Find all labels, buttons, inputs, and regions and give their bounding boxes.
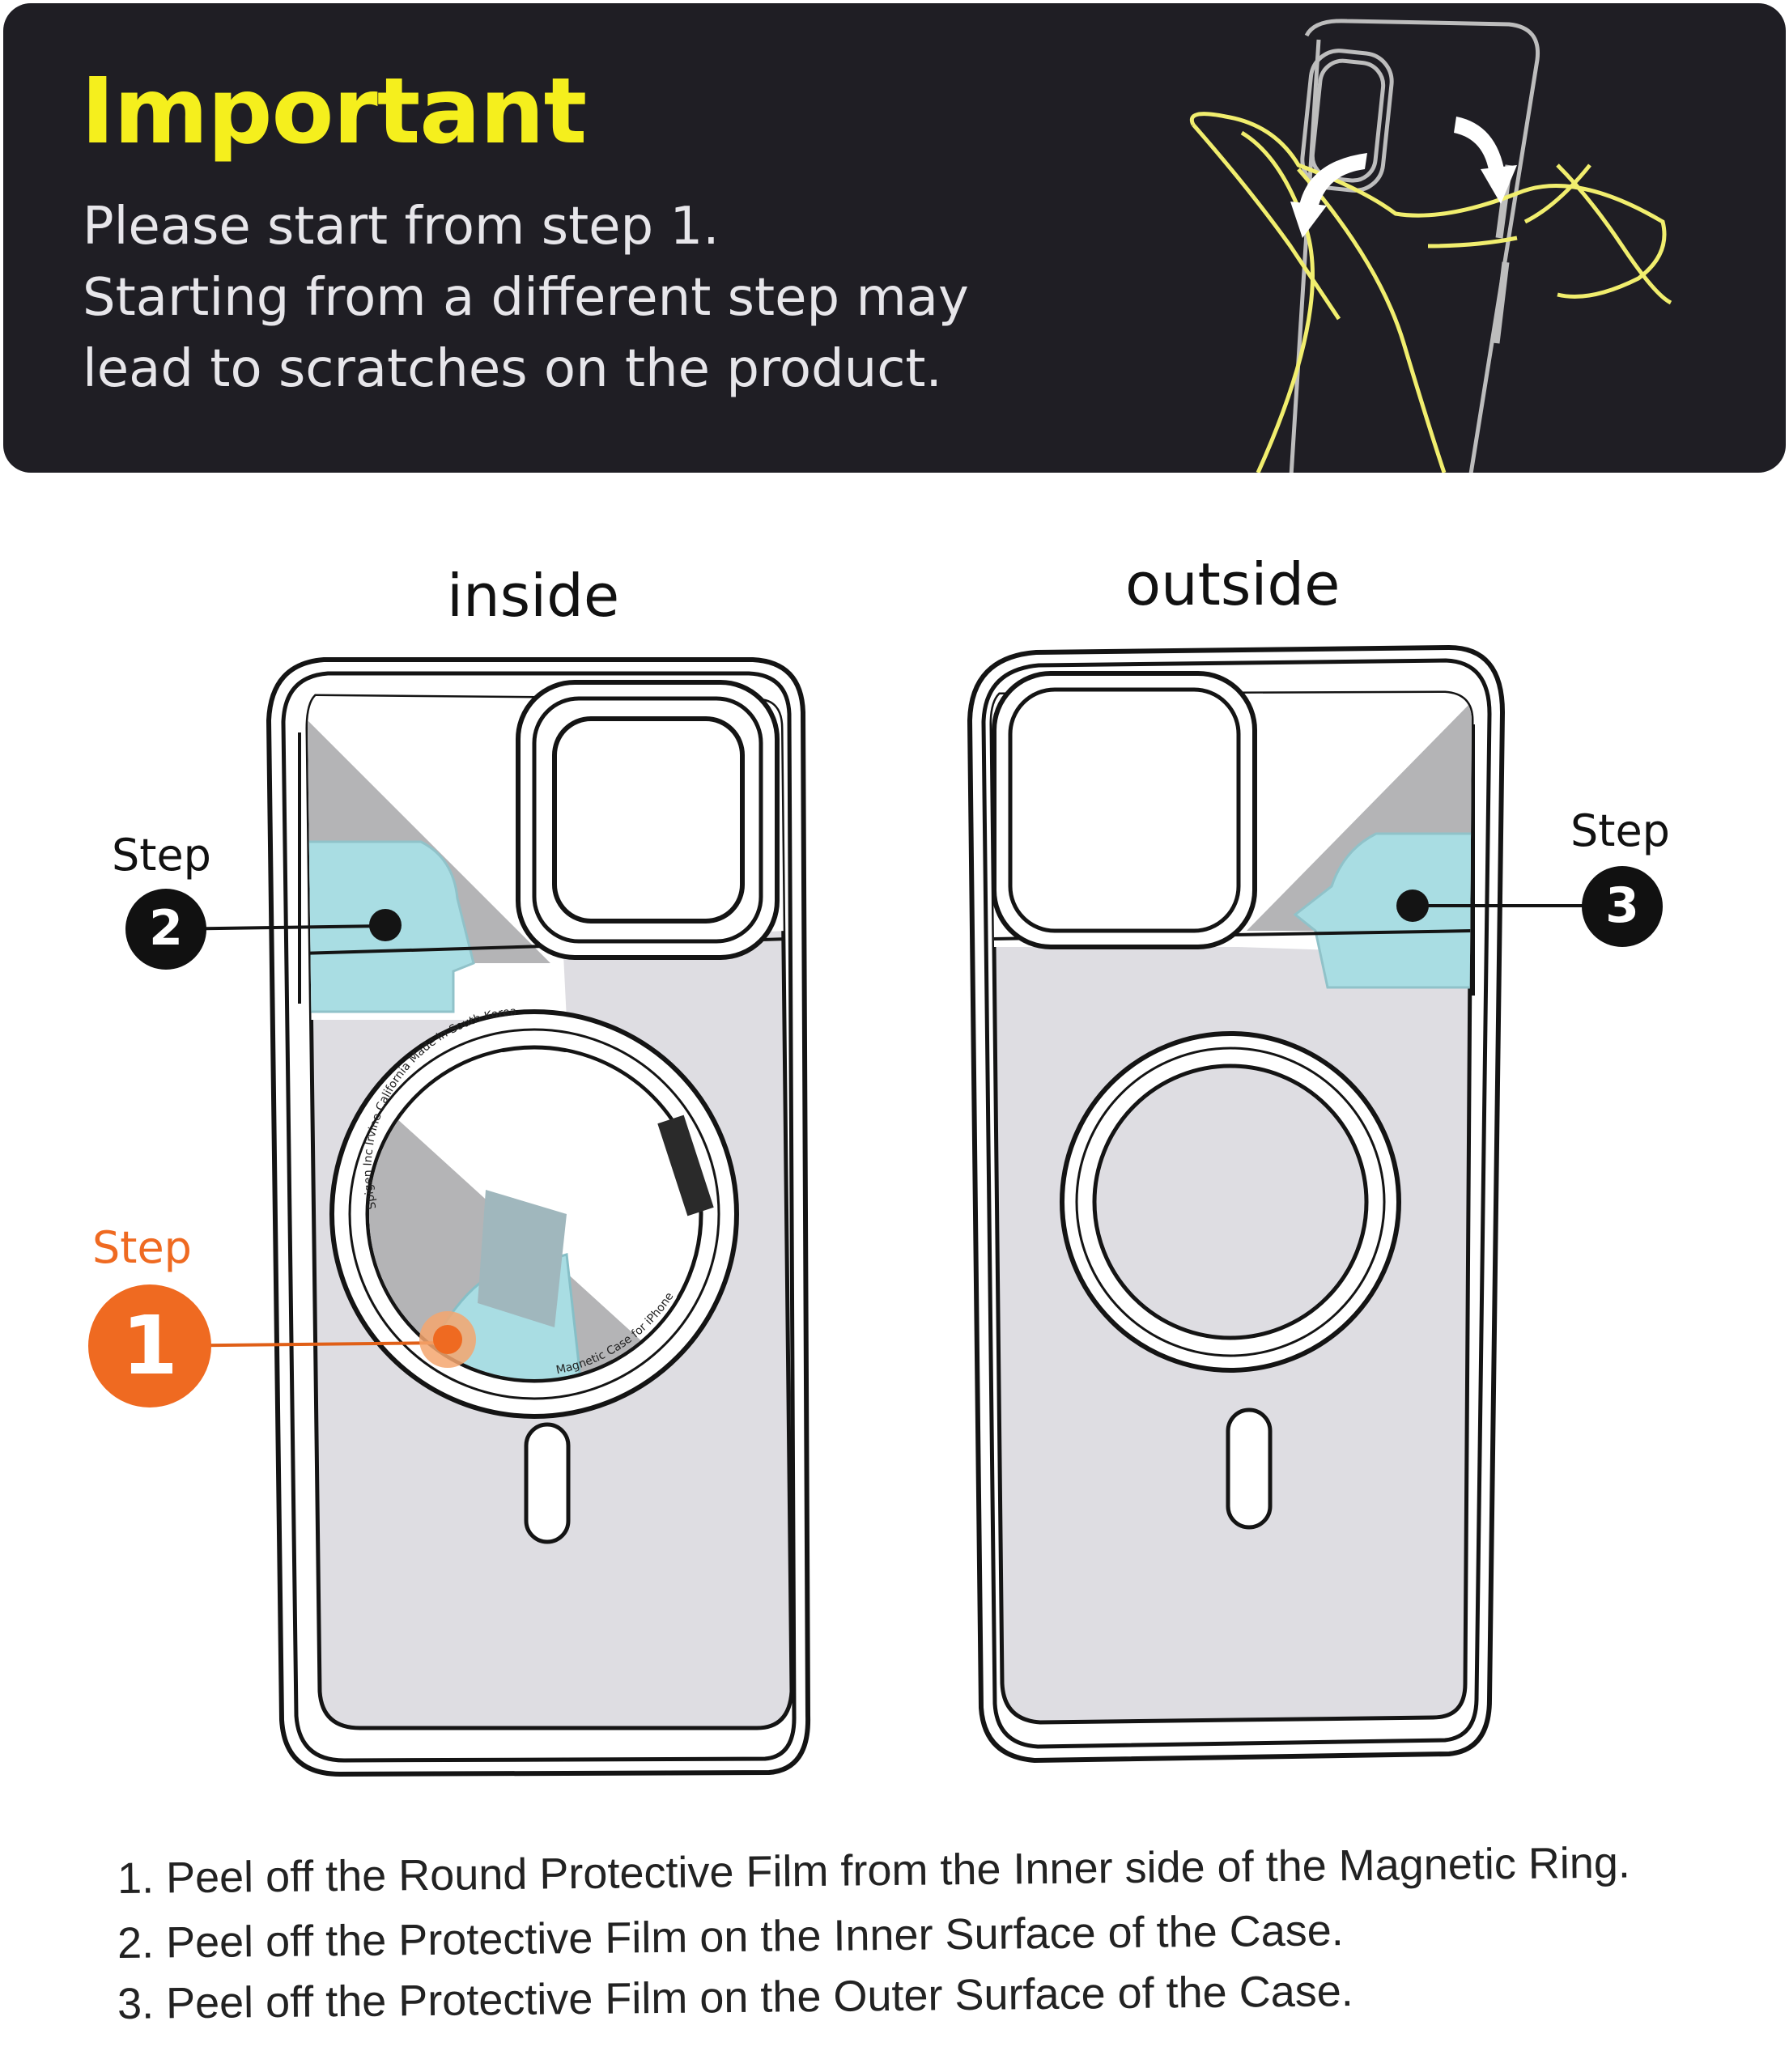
step-3-badge: 3 xyxy=(1605,877,1639,934)
instruction-2: 2. Peel off the Protective Film on the I… xyxy=(117,1906,1345,1968)
inside-label: inside xyxy=(447,562,620,630)
ultrahybrid-mag-badge xyxy=(657,1115,714,1216)
instruction-1: 1. Peel off the Round Protective Film fr… xyxy=(117,1838,1631,1903)
step-1-callout xyxy=(88,1284,476,1408)
peeling-case-illustration xyxy=(1189,19,1672,473)
banner-line-1: Please start from step 1. xyxy=(83,197,720,257)
peeling-film-outline xyxy=(1189,112,1672,473)
inside-case: Spigen Inc Irvine California Made in Sou… xyxy=(266,657,811,1777)
banner-line-3: lead to scratches on the product. xyxy=(83,339,942,399)
step-2-badge: 2 xyxy=(149,900,183,957)
step-1-label: Step xyxy=(92,1222,192,1273)
step-2-callout xyxy=(125,889,402,970)
step-3-callout xyxy=(1396,866,1663,947)
step-2-label: Step xyxy=(112,830,211,881)
outside-label: outside xyxy=(1125,550,1341,618)
case-diagram: Spigen Inc Irvine California Made in Sou… xyxy=(88,644,1663,1777)
step-1-badge: 1 xyxy=(121,1298,178,1393)
step-3-film xyxy=(1293,832,1472,989)
outside-case xyxy=(967,644,1506,1764)
peel-arrow-icon xyxy=(1290,117,1517,238)
step-3-label: Step xyxy=(1570,805,1670,856)
instruction-3: 3. Peel off the Protective Film on the O… xyxy=(117,1967,1354,2028)
banner-message: Please start from step 1. Starting from … xyxy=(83,191,1135,405)
banner-title: Important xyxy=(81,59,587,164)
banner-line-2: Starting from a different step may xyxy=(83,268,969,328)
important-banner: Important Please start from step 1. Star… xyxy=(3,3,1786,473)
